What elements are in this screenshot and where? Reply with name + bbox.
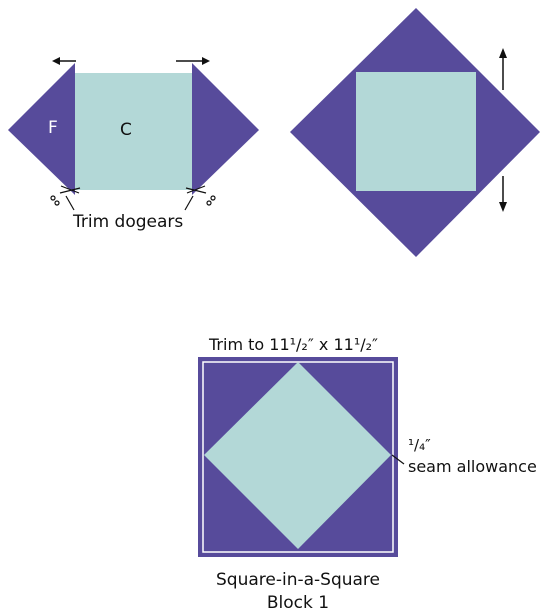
inner-square (356, 72, 476, 191)
arrow-down-icon (499, 176, 507, 212)
scissors-icon (50, 185, 81, 206)
arrow-up-icon (499, 48, 507, 90)
scissors-icon (185, 185, 216, 206)
trim-size-label: Trim to 11¹/₂″ x 11¹/₂″ (208, 335, 378, 354)
arrow-left-icon (52, 57, 76, 65)
center-square-c (75, 73, 192, 190)
right-triangle (192, 63, 259, 195)
seam-fraction-label: ¹/₄″ (408, 436, 431, 454)
block-caption-line1: Square-in-a-Square (216, 570, 380, 590)
trim-leader-left (65, 195, 75, 211)
left-triangle-f (8, 63, 75, 195)
label-f: F (48, 118, 58, 138)
trim-dogears-label: Trim dogears (72, 212, 183, 232)
arrow-right-icon (176, 57, 210, 65)
seam-allowance-label: seam allowance (408, 457, 537, 476)
label-c: C (120, 120, 132, 140)
trim-leader-right (184, 195, 194, 211)
step1-unit: F C Trim dogears (8, 57, 259, 232)
step2-unit (290, 8, 540, 257)
seam-leader (391, 454, 405, 465)
finished-block: Trim to 11¹/₂″ x 11¹/₂″ ¹/₄″ seam allowa… (198, 335, 537, 613)
center-diamond (204, 362, 391, 549)
block-caption-line2: Block 1 (267, 593, 329, 613)
